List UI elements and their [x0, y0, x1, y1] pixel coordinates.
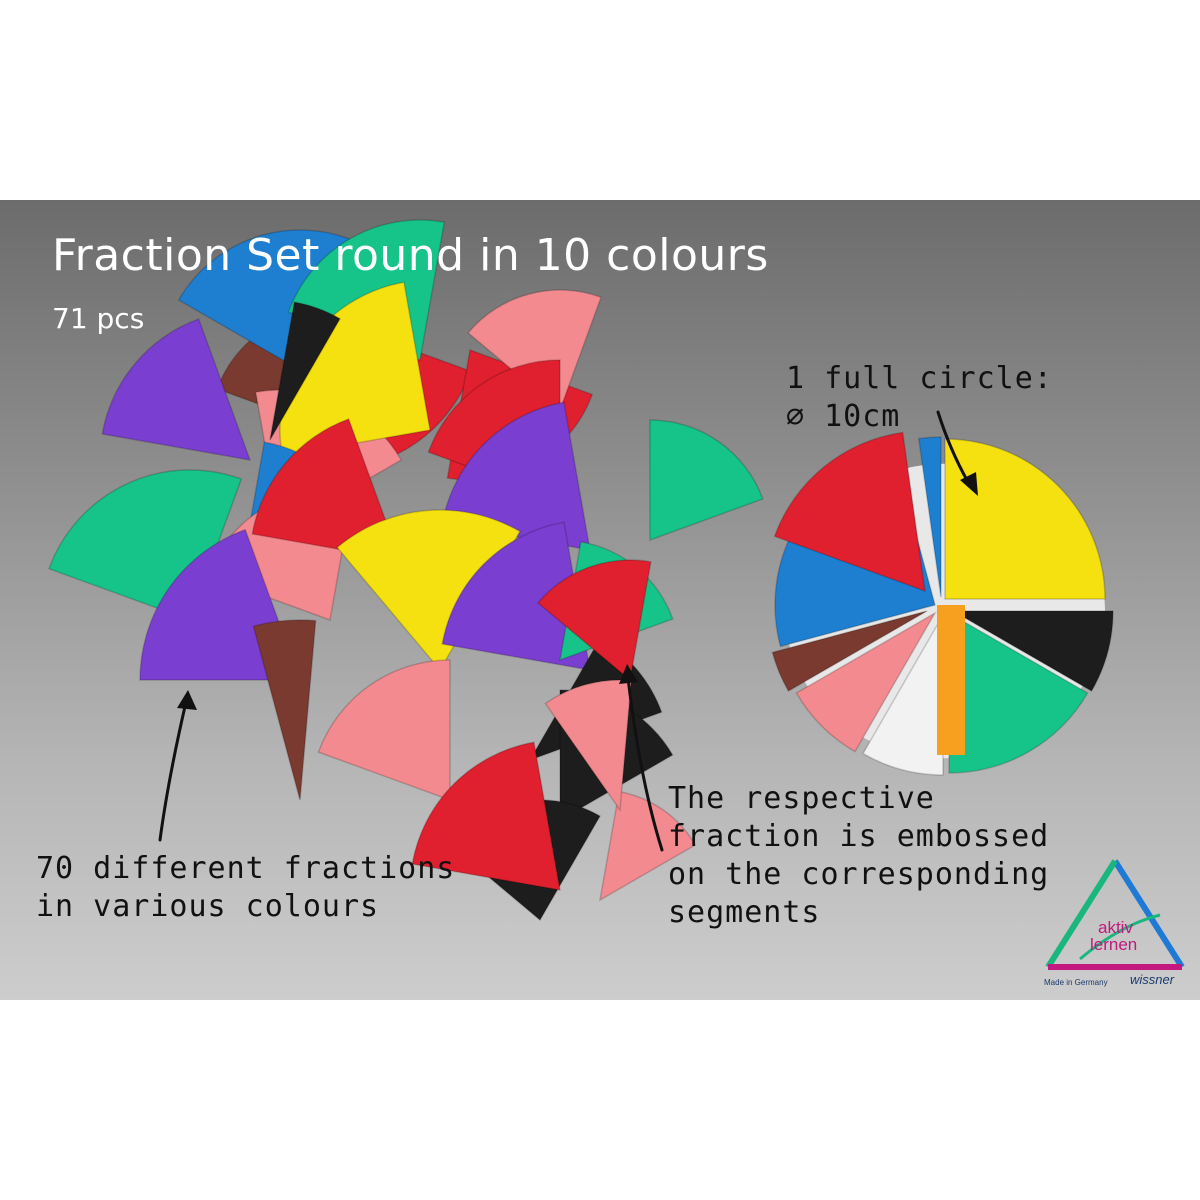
arrow-to-circle	[936, 410, 970, 484]
circle-segment	[771, 610, 928, 693]
fraction-piece	[411, 741, 561, 891]
fraction-piece	[441, 521, 591, 671]
circle-segment	[944, 438, 1106, 600]
logo-triangle-icon	[1045, 859, 1185, 970]
arrow-to-pink-piece	[626, 676, 664, 852]
fraction-piece	[317, 659, 451, 802]
fraction-piece	[336, 509, 522, 672]
fraction-piece	[537, 559, 652, 682]
page-title: Fraction Set round in 10 colours	[52, 230, 769, 281]
circle-segment	[861, 612, 944, 776]
circle-segment	[795, 610, 938, 753]
full-circle-assembly	[771, 431, 1114, 776]
circle-segment-orange	[937, 605, 965, 755]
fraction-piece	[467, 289, 603, 412]
aktiv-lernen-logo: aktiv lernen Made in Germany wissner	[1040, 855, 1190, 995]
product-photo: Fraction Set round in 10 colours 71 pcs …	[0, 200, 1200, 1000]
logo-text-aktiv: aktiv	[1098, 918, 1133, 937]
fraction-piece	[269, 301, 342, 441]
logo-text-lernen: lernen	[1090, 935, 1138, 954]
annotation-different-fractions: 70 different fractions in various colour…	[36, 851, 456, 924]
piece-count: 71 pcs	[52, 302, 145, 335]
annotation-embossed: The respective fraction is embossed on t…	[668, 781, 1050, 930]
circle-segment	[950, 610, 1114, 693]
made-in-germany-label: Made in Germany	[1044, 978, 1108, 987]
fraction-piece	[598, 790, 697, 902]
circle-segment	[948, 611, 1089, 774]
fraction-piece	[101, 318, 252, 461]
circle-segment	[917, 436, 942, 598]
annotation-full-circle: 1 full circle: ⌀ 10cm	[786, 361, 1053, 434]
circle-segment	[773, 431, 926, 593]
arrow-head-pile	[177, 690, 197, 710]
arrow-head-circle	[960, 472, 978, 496]
arrow-head-pink	[619, 664, 638, 684]
fraction-piece	[649, 419, 764, 542]
arrows	[158, 410, 978, 852]
fraction-piece	[251, 418, 402, 561]
wissner-brand: wissner	[1130, 972, 1175, 987]
arrow-to-pile	[158, 700, 188, 842]
fraction-piece	[441, 401, 591, 551]
fraction-piece	[252, 619, 317, 801]
